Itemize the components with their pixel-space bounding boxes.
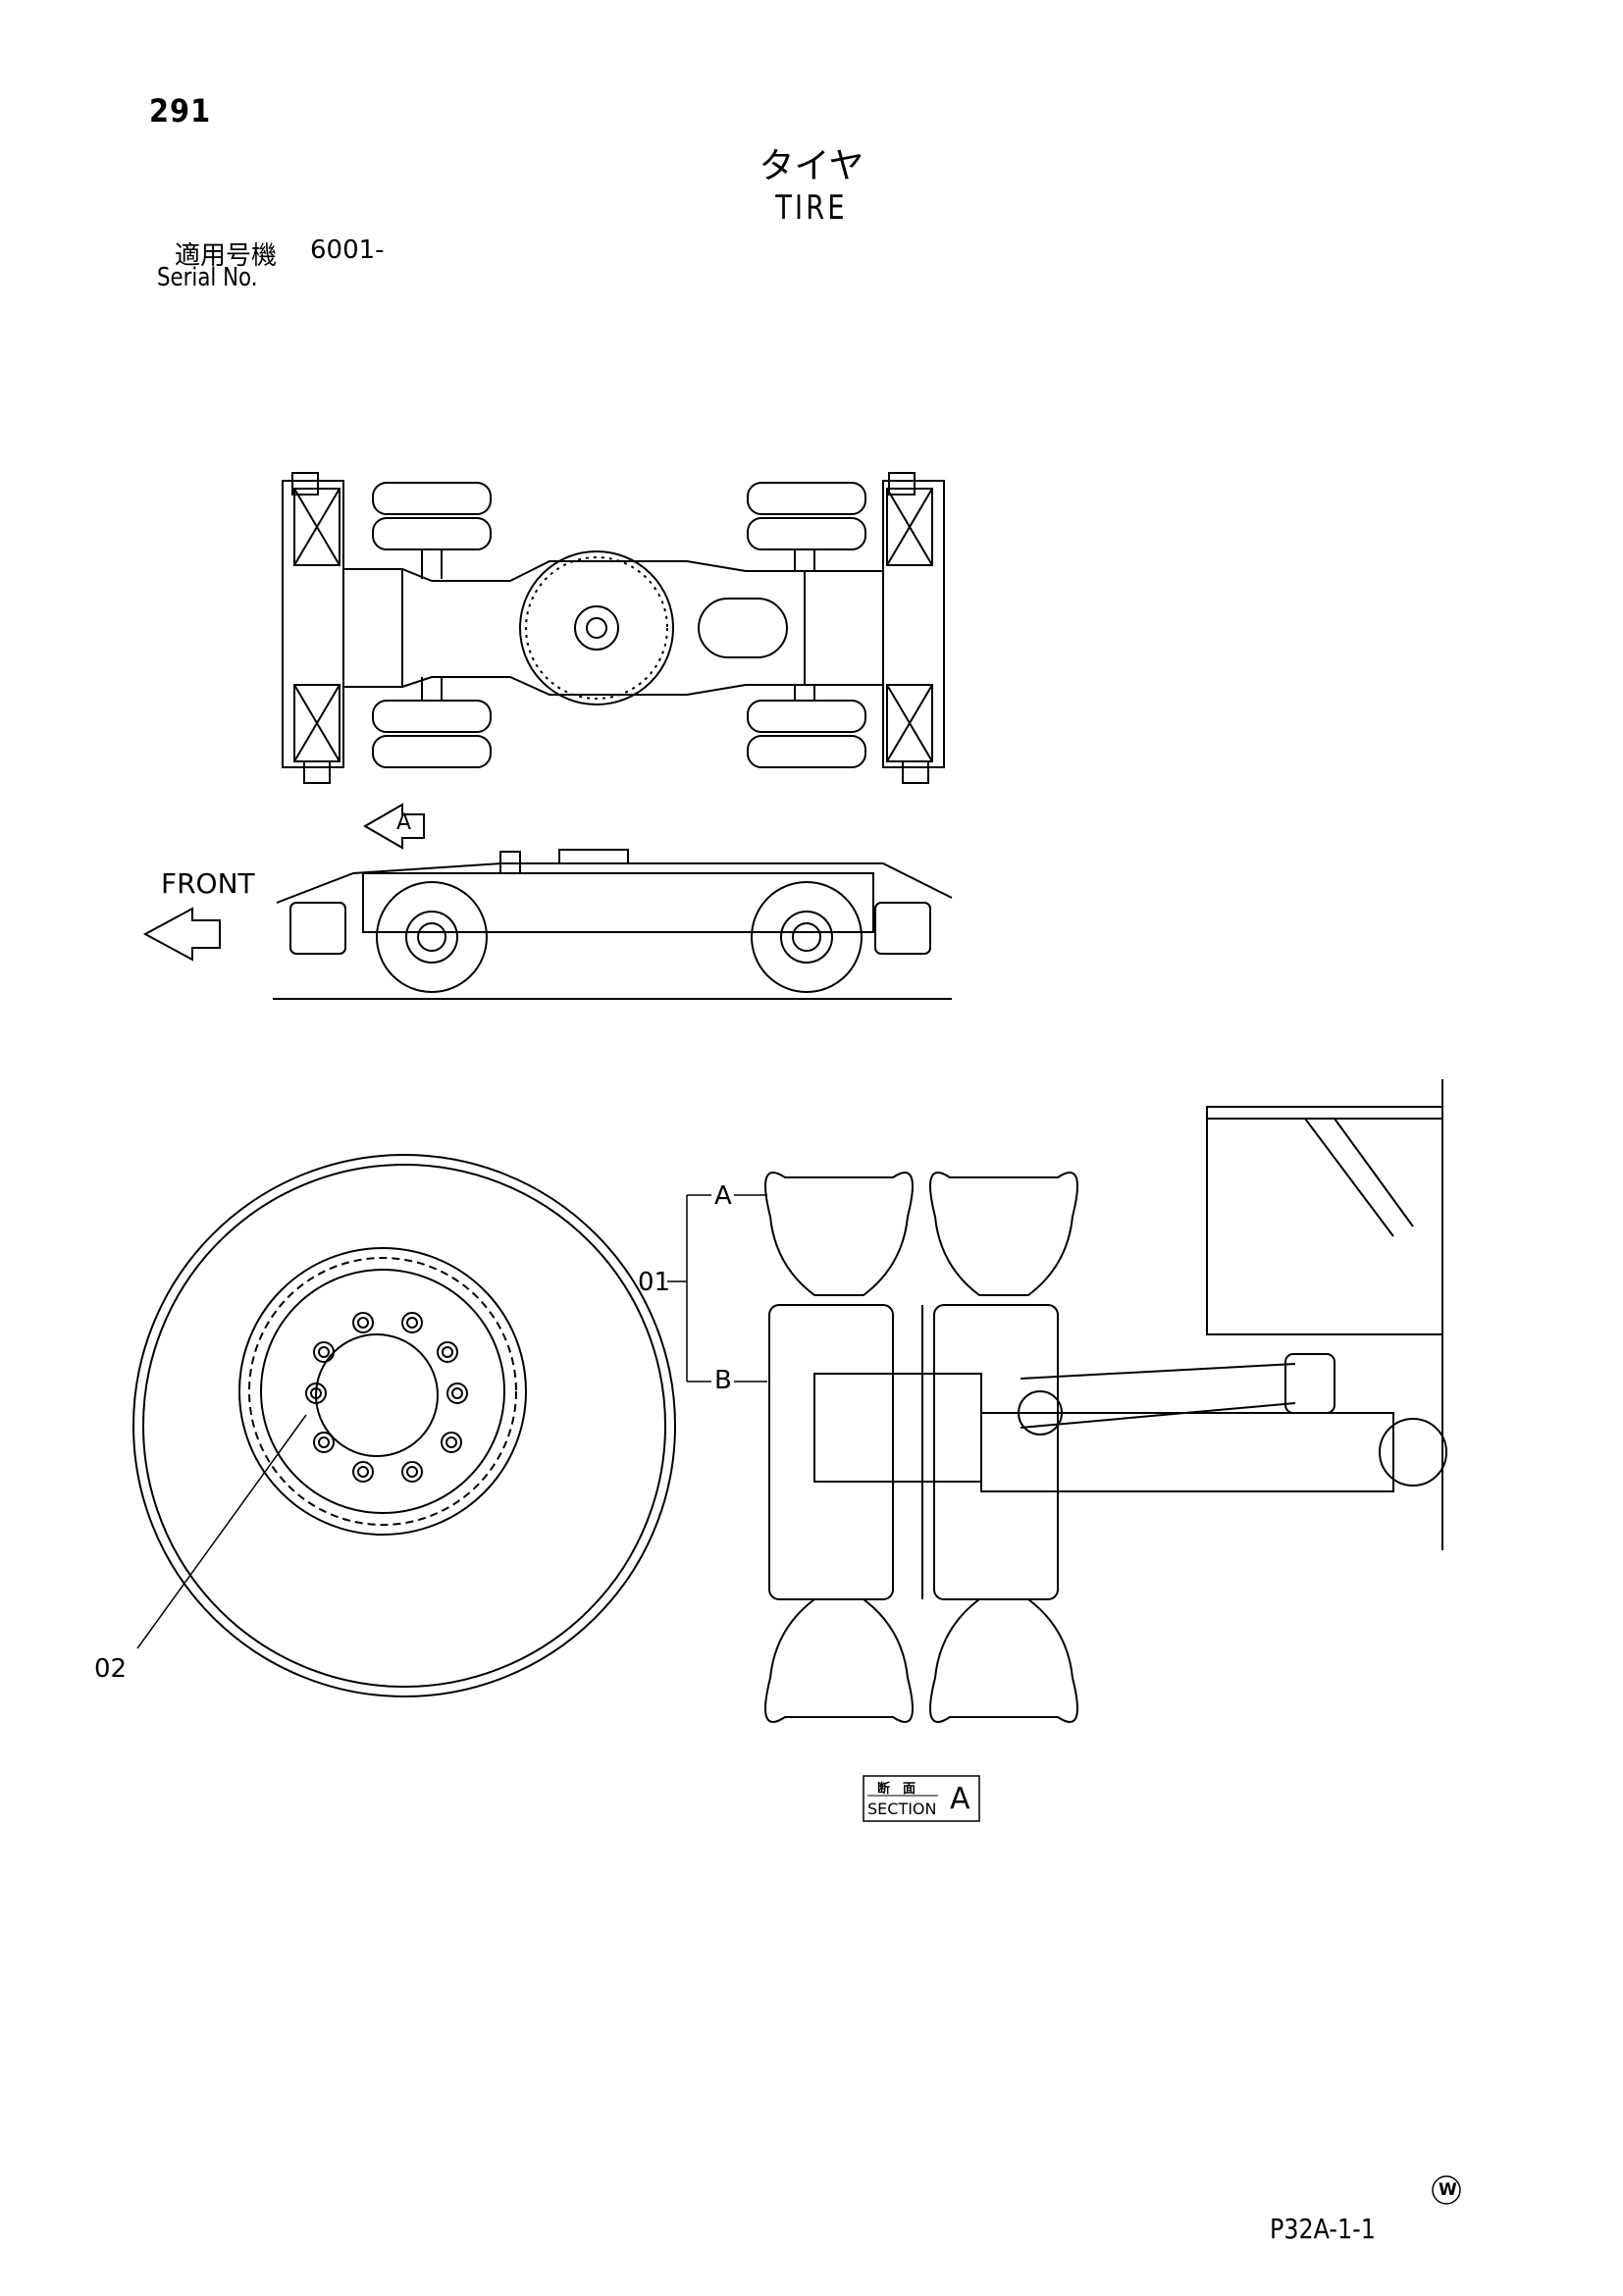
serial-value: 6001- (310, 235, 385, 265)
page-number: 291 (149, 92, 212, 130)
side-view-carbody (142, 849, 953, 1000)
top-tires (372, 482, 866, 768)
front-arrow-icon (142, 907, 221, 962)
title-japanese: タイヤ (759, 146, 864, 186)
top-view-carbody (282, 472, 945, 850)
title-english: TIRE (775, 188, 848, 228)
serial-label-jp: 適用号機 (175, 241, 278, 271)
view-arrow-label: A (396, 810, 412, 835)
callout-01: 01 (638, 1268, 671, 1297)
w-mark-letter: W (1439, 2180, 1457, 2200)
page-code: P32A-1-1 (1270, 2213, 1376, 2245)
section-a-view (667, 1079, 1461, 2205)
leader-b-label: B (714, 1366, 732, 1395)
leader-a-label: A (714, 1181, 732, 1211)
section-label-jp: 断 面 (877, 1782, 916, 1797)
callout-02: 02 (94, 1654, 128, 1684)
section-letter: A (950, 1782, 970, 1816)
w-mark-icon (1432, 2175, 1461, 2205)
serial-label-en: Serial No. (157, 263, 258, 292)
wheel-front-view (132, 1154, 676, 1697)
front-label: FRONT (161, 867, 255, 900)
section-box (863, 1775, 980, 1822)
section-label-en: SECTION (867, 1800, 937, 1818)
